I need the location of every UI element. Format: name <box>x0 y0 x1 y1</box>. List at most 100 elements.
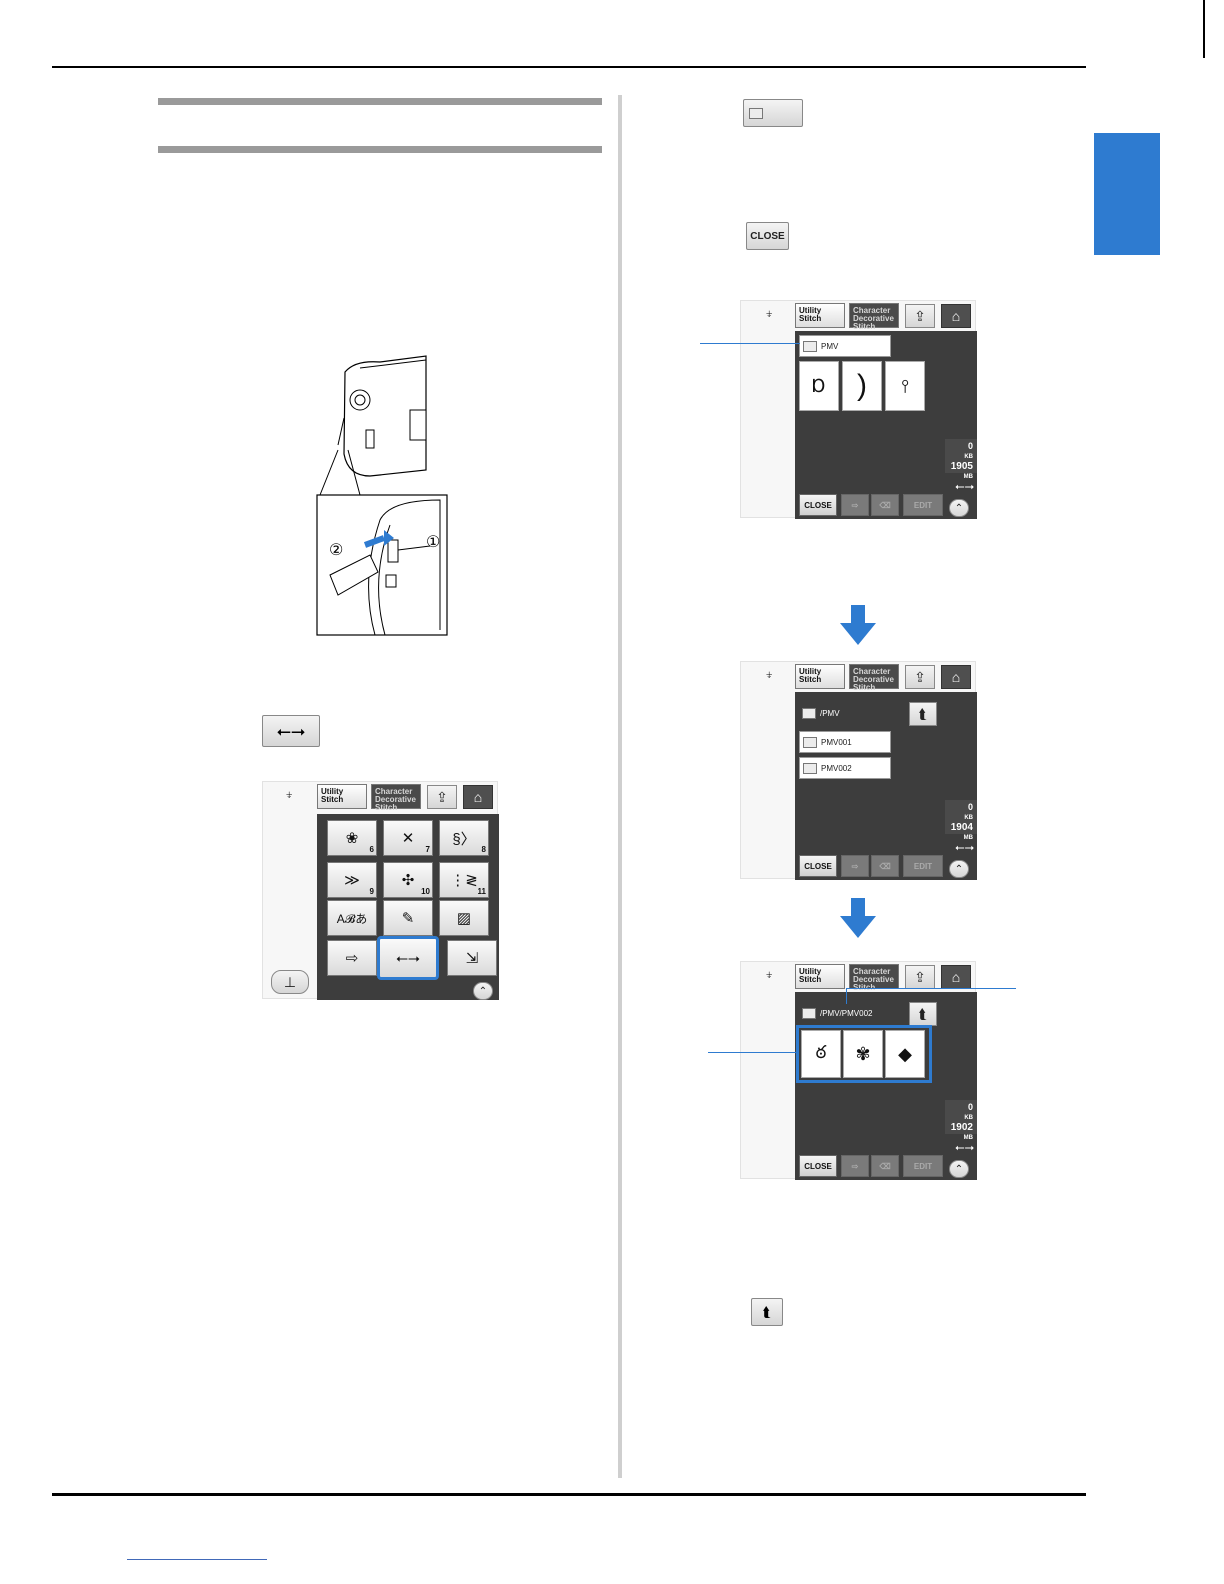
tab-character-decorative[interactable]: Character Decorative Stitch <box>849 664 899 692</box>
pattern-key-8[interactable]: §〉8 <box>439 820 489 856</box>
pattern-key-9[interactable]: ≫9 <box>327 862 377 898</box>
presser-foot-icon: ⍖ <box>765 305 774 321</box>
folder-up-icon[interactable]: ⮬ <box>909 702 937 726</box>
close-button[interactable]: CLOSE <box>799 494 837 516</box>
character-key[interactable]: A𝓑あ <box>327 900 377 936</box>
folder-icon <box>803 762 817 774</box>
close-button-label: CLOSE <box>750 230 785 242</box>
callout-2-label: ② <box>329 542 344 559</box>
tab-character-decorative[interactable]: Character Decorative Stitch <box>849 964 899 992</box>
folder-item[interactable]: PMV <box>799 335 891 357</box>
stitch-file-2[interactable]: ✾ <box>843 1030 883 1078</box>
presser-foot-icon: ⍖ <box>765 966 774 982</box>
tab-utility-stitch[interactable]: Utility Stitch <box>795 664 845 689</box>
close-button[interactable]: CLOSE <box>799 855 837 877</box>
scroll-up-icon[interactable]: ⌃ <box>949 1160 969 1178</box>
folder-up-button[interactable]: ⮬ <box>751 1298 783 1326</box>
folder-icon <box>803 736 817 748</box>
home-icon[interactable]: ⌂ <box>941 304 971 328</box>
stitch-files-highlight <box>796 1025 932 1083</box>
close-button[interactable]: CLOSE <box>799 1155 837 1177</box>
footer-link-underline <box>127 1559 267 1560</box>
header-rule <box>52 66 1086 68</box>
folder-up-icon[interactable]: ⮬ <box>909 1002 937 1026</box>
pattern-key-10[interactable]: ✣10 <box>383 862 433 898</box>
folder-icon <box>749 107 763 119</box>
save-icon[interactable]: ⇨ <box>841 855 869 877</box>
open-folder-icon <box>802 1007 816 1019</box>
folder-item-2[interactable]: PMV002 <box>799 757 891 779</box>
presser-foot-icon: ⍖ <box>285 786 294 802</box>
pattern-select-screen: ⍖ Utility Stitch Character Decorative St… <box>262 781 499 1000</box>
folder-callout-line <box>700 343 800 344</box>
presser-foot-icon: ⍖ <box>765 666 774 682</box>
usb-icon: ⭠⭢ <box>276 720 306 741</box>
tab-utility-stitch[interactable]: Utility Stitch <box>317 784 367 809</box>
usb-icon: ⭠⭢ <box>955 1140 975 1154</box>
folder-name: PMV001 <box>821 737 852 747</box>
pattern-key-7[interactable]: ✕7 <box>383 820 433 856</box>
path-callout-tick <box>846 988 847 1004</box>
home-icon[interactable]: ⌂ <box>941 965 971 989</box>
section-heading-bar-top <box>158 98 602 105</box>
down-arrow-1 <box>840 605 876 645</box>
scroll-up-icon[interactable]: ⌃ <box>473 982 493 1000</box>
stitch-file-2[interactable]: ) <box>842 361 882 411</box>
edit-button[interactable]: EDIT <box>903 494 943 516</box>
tab-utility-stitch[interactable]: Utility Stitch <box>795 303 845 328</box>
home-icon[interactable]: ⌂ <box>463 785 493 809</box>
delete-icon[interactable]: ⌫ <box>871 494 899 516</box>
chapter-tab <box>1094 133 1160 255</box>
files-callout-line <box>708 1052 796 1053</box>
folder-icon <box>803 340 817 352</box>
machine-memory-key[interactable]: ⇨ <box>327 940 377 976</box>
usb-icon: ⭠⭢ <box>955 479 975 493</box>
footer-rule <box>52 1493 1086 1496</box>
tab-utility-stitch[interactable]: Utility Stitch <box>795 964 845 989</box>
lock-icon[interactable]: ⇪ <box>905 965 935 989</box>
callout-1-label: ① <box>426 534 441 551</box>
stitch-file-3[interactable]: ⫯ <box>885 361 925 411</box>
crop-mark <box>1203 0 1205 58</box>
scroll-up-icon[interactable]: ⌃ <box>949 499 969 517</box>
close-button[interactable]: CLOSE <box>746 222 789 250</box>
save-icon[interactable]: ⇨ <box>841 1155 869 1177</box>
presser-foot-lift-icon[interactable]: ⊥ <box>271 970 309 994</box>
machine-usb-illustration: ① ② <box>300 350 460 640</box>
stitch-file-1[interactable]: ఠ <box>801 1030 841 1078</box>
current-path: /PMV/PMV002 <box>799 1002 899 1024</box>
lock-icon[interactable]: ⇪ <box>427 785 457 809</box>
home-icon[interactable]: ⌂ <box>941 665 971 689</box>
lock-icon[interactable]: ⇪ <box>905 665 935 689</box>
folder-item-1[interactable]: PMV001 <box>799 731 891 753</box>
image-key[interactable]: ▨ <box>439 900 489 936</box>
column-divider <box>618 95 622 1478</box>
edit-button[interactable]: EDIT <box>903 1155 943 1177</box>
folder-button[interactable] <box>743 99 803 127</box>
open-folder-icon <box>802 707 816 719</box>
file-panel <box>795 331 977 519</box>
usb-media-key[interactable]: ⭠⭢ <box>377 936 439 980</box>
down-arrow-2 <box>840 898 876 938</box>
stitch-file-3[interactable]: ◆ <box>885 1030 925 1078</box>
usb-screen-1: ⍖ Utility Stitch Character Decorative St… <box>740 300 977 519</box>
usb-screen-2: ⍖ Utility Stitch Character Decorative St… <box>740 661 977 880</box>
delete-icon[interactable]: ⌫ <box>871 855 899 877</box>
save-icon[interactable]: ⇨ <box>841 494 869 516</box>
usb-save-key[interactable]: ⇲ <box>447 940 497 976</box>
usb-screen-3: ⍖ Utility Stitch Character Decorative St… <box>740 961 977 1180</box>
path-text: /PMV/PMV002 <box>820 1008 873 1018</box>
edit-button[interactable]: EDIT <box>903 855 943 877</box>
lock-icon[interactable]: ⇪ <box>905 304 935 328</box>
usb-key-button[interactable]: ⭠⭢ <box>262 715 320 747</box>
delete-icon[interactable]: ⌫ <box>871 1155 899 1177</box>
pattern-key-11[interactable]: ⋮≷11 <box>439 862 489 898</box>
folder-name: PMV <box>821 341 839 351</box>
tab-character-decorative[interactable]: Character Decorative Stitch <box>371 784 421 812</box>
my-custom-stitch-key[interactable]: ✎ <box>383 900 433 936</box>
path-callout-line <box>846 988 1016 989</box>
stitch-file-1[interactable]: Ɒ <box>799 361 839 411</box>
tab-character-decorative[interactable]: Character Decorative Stitch <box>849 303 899 331</box>
scroll-up-icon[interactable]: ⌃ <box>949 860 969 878</box>
pattern-key-6[interactable]: ❀6 <box>327 820 377 856</box>
